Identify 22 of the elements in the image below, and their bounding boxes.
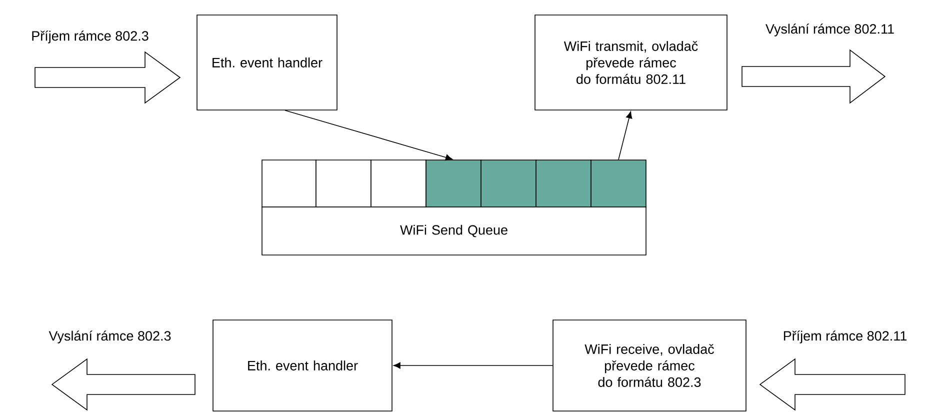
arrow xyxy=(284,110,453,160)
process-box: Eth. event handler xyxy=(212,320,392,412)
queue-slot xyxy=(262,160,316,208)
arrow-caption: Příjem rámce 802.11 xyxy=(784,330,906,344)
block-arrow xyxy=(34,51,181,104)
block-arrow xyxy=(742,49,886,104)
block-arrow xyxy=(759,358,906,411)
queue-slot xyxy=(426,160,482,208)
block-arrow xyxy=(51,358,196,411)
arrow-caption: Vyslání rámce 802.11 xyxy=(766,24,894,36)
arrow-caption: Vyslání rámce 802.3 xyxy=(48,330,171,344)
queue-slot xyxy=(590,160,646,208)
queue-slot xyxy=(370,160,426,208)
process-box: WiFi transmit, ovladač převede rámec do formátu 802.11 xyxy=(534,14,728,110)
queue-slot xyxy=(480,160,536,208)
process-box: WiFi receive, ovladač převede rámec do formátu 802.3 xyxy=(552,320,746,412)
arrow-caption: Příjem rámce 802.3 xyxy=(32,30,148,44)
queue-slot xyxy=(316,160,372,208)
arrow xyxy=(393,362,553,369)
queue-slot xyxy=(536,160,592,208)
process-box: Eth. event handler xyxy=(196,14,338,110)
arrow xyxy=(618,111,632,160)
